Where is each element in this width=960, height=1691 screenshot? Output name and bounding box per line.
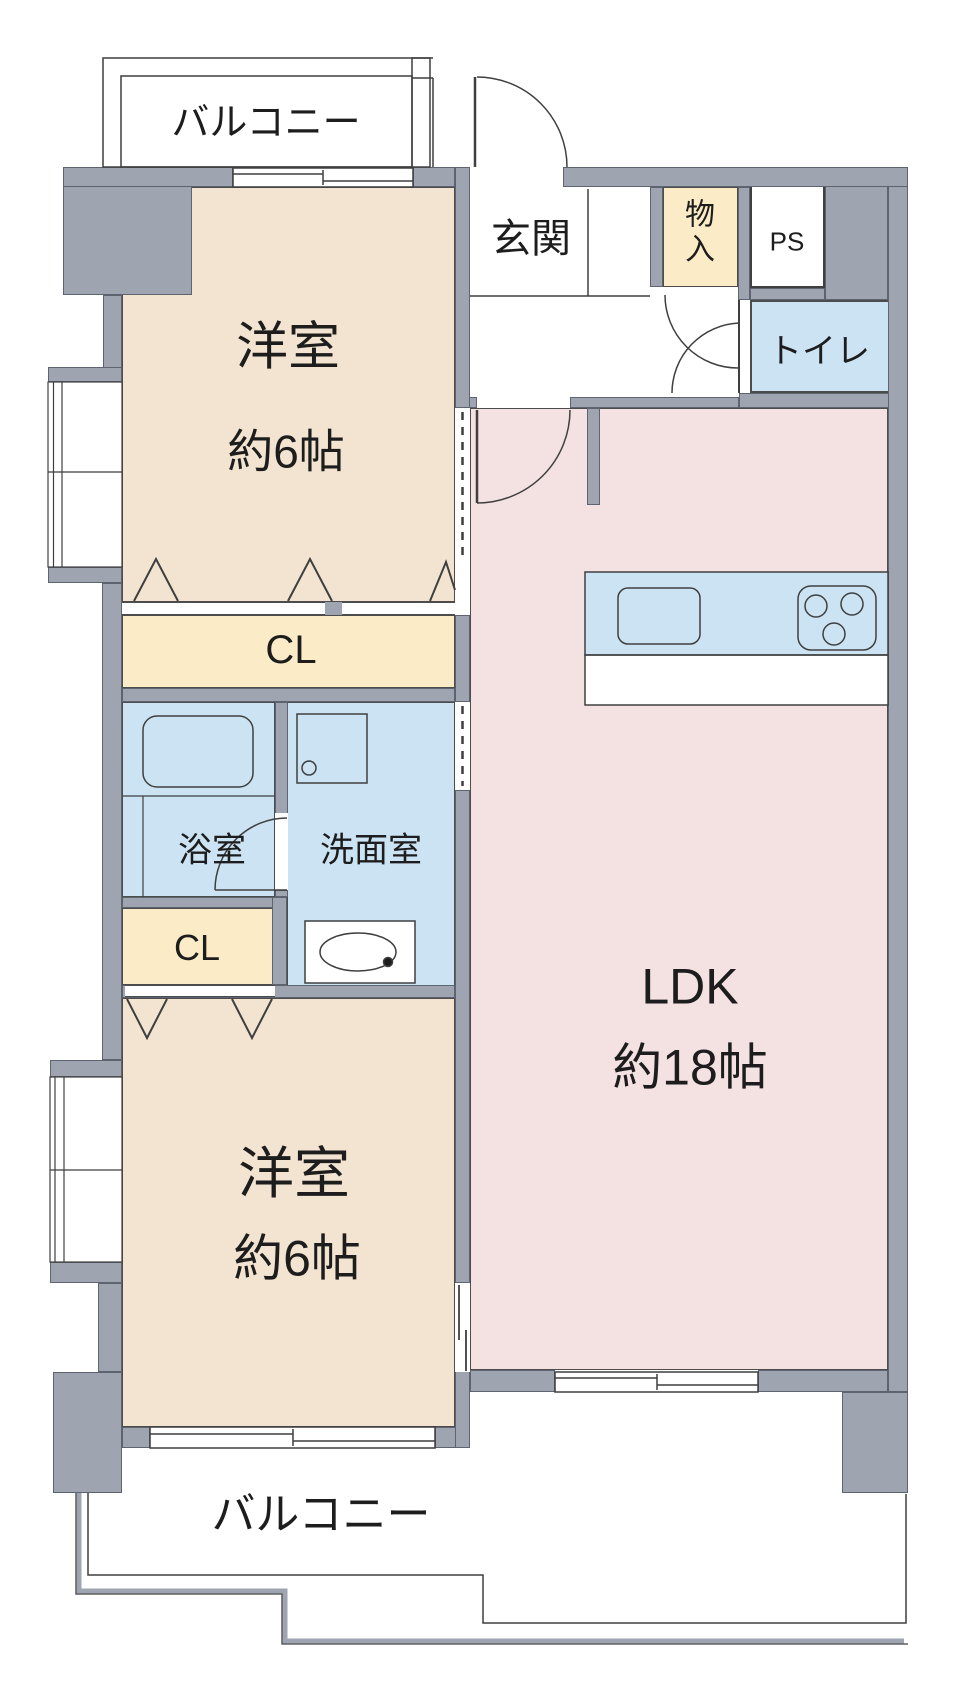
storage-doorway bbox=[663, 287, 738, 298]
wall-segment bbox=[650, 187, 663, 287]
bedroom1-size-label: 約6帖 bbox=[227, 425, 345, 478]
entrance-door-swing bbox=[476, 76, 568, 168]
bedroom1-name-label: 洋室 bbox=[235, 318, 341, 377]
wall-segment bbox=[570, 397, 739, 408]
ldk-size-label: 約18帖 bbox=[612, 1039, 768, 1096]
wall-segment bbox=[738, 187, 750, 300]
washroom-ldk-doorway bbox=[455, 702, 470, 790]
wall-segment bbox=[758, 1370, 888, 1392]
wall-segment bbox=[275, 890, 288, 897]
ldk-floor bbox=[470, 408, 888, 1370]
wall-segment bbox=[50, 1060, 122, 1077]
wall-segment bbox=[275, 702, 288, 815]
door-track-stop bbox=[325, 602, 342, 615]
toilet-label: トイレ bbox=[768, 332, 870, 371]
bedroom2-bottom-window bbox=[150, 1427, 435, 1448]
closet2-area bbox=[122, 908, 277, 985]
bedroom1-bay-window bbox=[48, 382, 122, 567]
kitchen-counter-front bbox=[585, 655, 888, 705]
balcony-bottom-rail-band bbox=[76, 1493, 904, 1644]
storage-door-swing bbox=[664, 294, 739, 369]
balcony-bottom-label: バルコニー bbox=[211, 1489, 431, 1539]
wall-segment bbox=[455, 790, 470, 1283]
storage-label: 物入 bbox=[685, 198, 715, 267]
pipe-space-label: PS bbox=[769, 226, 805, 257]
wall-segment bbox=[563, 167, 908, 187]
toilet-door-swing bbox=[671, 322, 740, 394]
wall-segment bbox=[63, 167, 233, 187]
wall-segment bbox=[842, 1392, 908, 1493]
wall-segment bbox=[50, 1262, 122, 1283]
ldk-name-label: LDK bbox=[641, 958, 739, 1015]
bathroom-doorway bbox=[275, 813, 288, 890]
porch-outline bbox=[411, 57, 434, 167]
wall-segment bbox=[470, 1370, 555, 1392]
bedroom1-top-window bbox=[233, 168, 413, 187]
wall-segment bbox=[455, 615, 470, 702]
toilet-floor bbox=[750, 300, 890, 393]
wall-segment bbox=[48, 567, 122, 583]
closet1-door-track bbox=[122, 602, 455, 615]
entrance-label: 玄関 bbox=[491, 217, 571, 261]
wall-segment bbox=[48, 367, 122, 382]
balcony-bottom-rail-outer bbox=[75, 1493, 908, 1645]
wall-segment bbox=[103, 295, 122, 369]
wall-segment bbox=[102, 583, 122, 1060]
bedroom2-ldk-doorway bbox=[455, 1283, 470, 1372]
wall-segment bbox=[750, 288, 825, 300]
bedroom2-bay-window bbox=[50, 1077, 122, 1262]
wall-segment bbox=[122, 897, 287, 908]
wall-segment bbox=[122, 1427, 150, 1448]
closet1-label: CL bbox=[265, 628, 317, 672]
closet1-area bbox=[122, 615, 455, 688]
wall-segment bbox=[53, 1372, 122, 1493]
wall-segment bbox=[98, 1283, 122, 1372]
bedroom2-name-label: 洋室 bbox=[238, 1142, 350, 1206]
bedroom1-wall-gap bbox=[455, 560, 470, 615]
wall-segment bbox=[122, 688, 455, 702]
closet2-label: CL bbox=[173, 927, 221, 969]
wall-segment bbox=[455, 167, 470, 408]
wall-segment bbox=[413, 167, 455, 187]
kitchen-counter bbox=[585, 572, 888, 655]
bathroom-label: 浴室 bbox=[178, 831, 246, 870]
wall-segment bbox=[272, 897, 287, 985]
washroom-label: 洗面室 bbox=[320, 831, 422, 870]
wall-segment bbox=[587, 408, 600, 505]
bedroom2-floor bbox=[122, 998, 455, 1427]
wall-segment bbox=[455, 1370, 470, 1448]
bedroom2-size-label: 約6帖 bbox=[233, 1230, 361, 1287]
ldk-bottom-window bbox=[555, 1372, 758, 1392]
storage-area bbox=[663, 187, 738, 287]
closet2-door-track bbox=[125, 985, 275, 997]
wall-segment bbox=[888, 167, 908, 1392]
wall-segment bbox=[739, 393, 890, 408]
bedroom1-ldk-doorway bbox=[455, 408, 470, 560]
balcony-top-label: バルコニー bbox=[171, 102, 361, 145]
